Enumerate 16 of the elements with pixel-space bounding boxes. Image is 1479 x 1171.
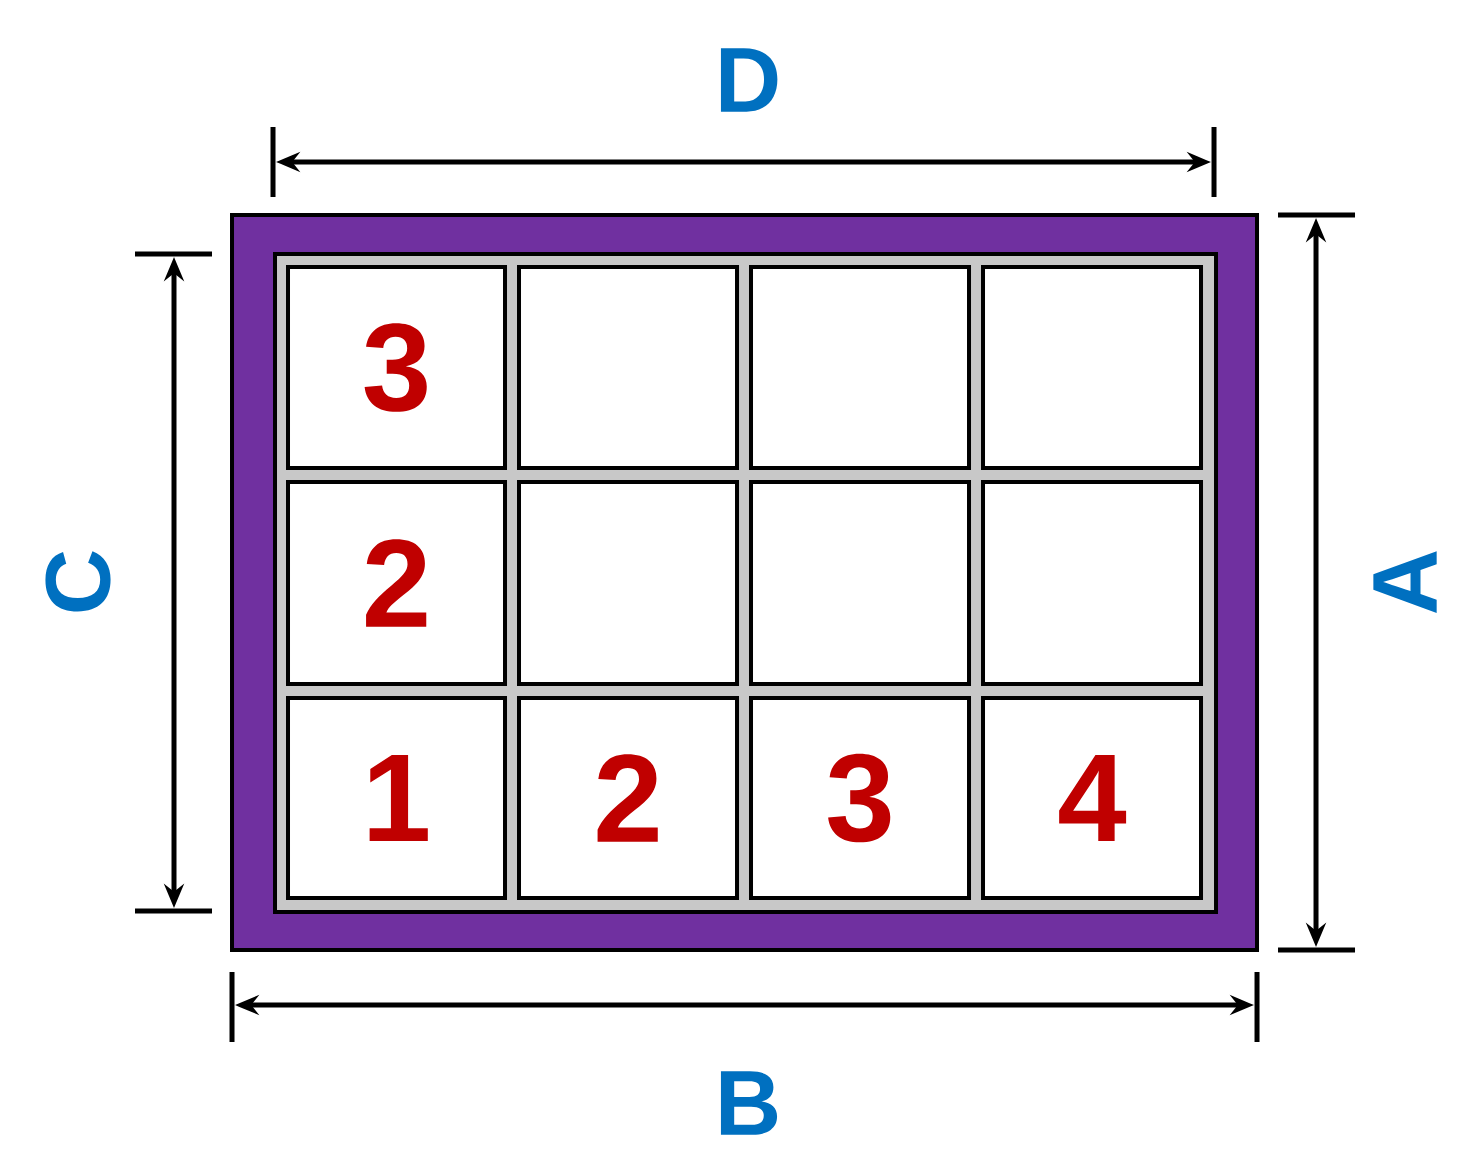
- grid-cell: [517, 480, 739, 686]
- grid-cell: 2: [286, 480, 507, 686]
- grid-cell: 2: [517, 696, 739, 900]
- dimension-label: A: [1373, 551, 1437, 613]
- grid-cell: 1: [286, 696, 507, 900]
- grid-cell: [749, 265, 971, 470]
- grid-cell: [981, 265, 1203, 470]
- grid-cell: 3: [749, 696, 971, 900]
- grid-cell: [517, 265, 739, 470]
- dimension-label: D: [720, 48, 778, 112]
- dimension-label: C: [45, 551, 111, 612]
- grid-cell: 4: [981, 696, 1203, 900]
- dimension-label: B: [720, 1071, 778, 1135]
- grid-cell: [981, 480, 1203, 686]
- grid-cell: [749, 480, 971, 686]
- grid-cell: 3: [286, 265, 507, 470]
